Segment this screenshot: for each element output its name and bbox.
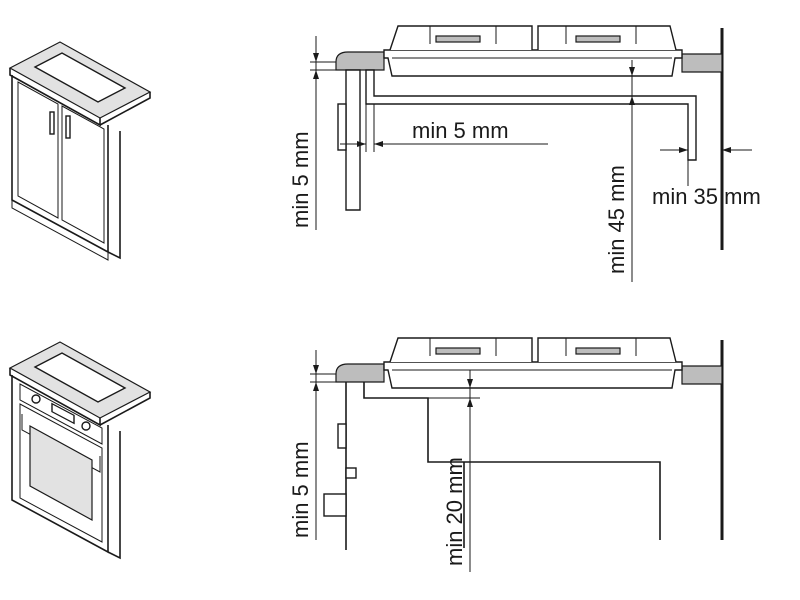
dimension-label-left-gap: min 5 mm — [288, 131, 313, 228]
cabinet-with-oven-sketch — [8, 341, 152, 560]
worktop-left — [335, 363, 385, 383]
dimension-label-left-gap: min 5 mm — [288, 441, 313, 538]
dimension-label-under-clearance: min 45 mm — [604, 165, 629, 274]
cross-section-top: min 5 mm min 5 mm min 45 mm min 35 mm — [288, 25, 761, 282]
oven-outline — [363, 382, 661, 540]
dimension-label-side-gap: min 5 mm — [412, 118, 509, 143]
hob-body — [383, 49, 683, 77]
worktop-right — [681, 53, 723, 73]
cross-section-bottom: min 5 mm min 20 mm — [288, 337, 724, 572]
cabinet-with-doors-sketch — [8, 41, 152, 261]
dimension-label-wall-gap: min 35 mm — [652, 184, 761, 209]
oven-knob — [81, 421, 91, 431]
oven-knob — [31, 394, 41, 404]
pan-supports — [389, 25, 677, 51]
hob-body — [383, 361, 683, 389]
worktop-right — [681, 365, 723, 385]
worktop-left — [335, 51, 385, 71]
pan-supports — [389, 337, 677, 363]
door-handle — [65, 115, 71, 139]
clearance-board — [365, 69, 697, 161]
oven-display — [51, 402, 75, 425]
dimension-label-under-clearance: min 20 mm — [442, 457, 467, 566]
cabinet-side-panel — [345, 69, 361, 211]
door-handle — [49, 111, 55, 135]
